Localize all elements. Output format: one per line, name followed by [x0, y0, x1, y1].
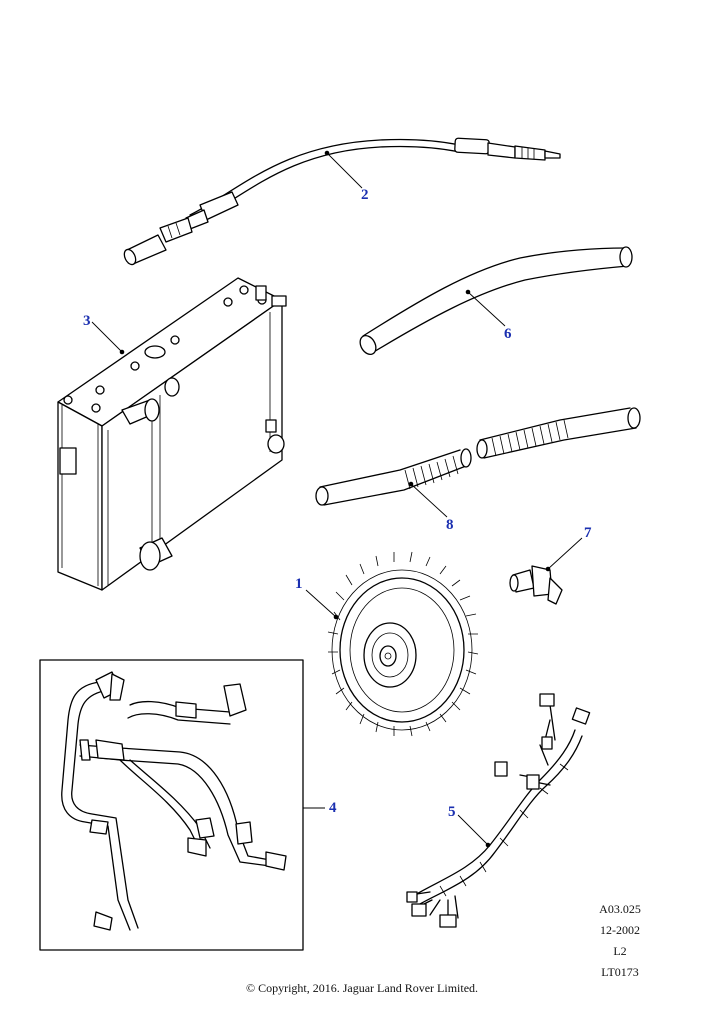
callout-7: 7	[584, 525, 592, 541]
part-1-fan-coupling	[305, 551, 479, 737]
callout-3: 3	[83, 313, 91, 329]
part-2-sensor-cable	[123, 137, 561, 266]
ref-level: L2	[613, 944, 627, 958]
callout-2: 2	[361, 187, 369, 203]
callout-1: 1	[295, 576, 303, 592]
callout-5: 5	[448, 804, 456, 820]
ref-date: 12-2002	[600, 923, 640, 937]
part-4-pipe-set	[39, 659, 325, 951]
part-8-corrugated-hose	[315, 407, 641, 518]
ref-lt-number: LT0173	[601, 965, 639, 979]
part-6-hose	[359, 246, 633, 355]
part-7-clip	[509, 537, 583, 605]
copyright-notice: © Copyright, 2016. Jaguar Land Rover Lim…	[245, 981, 479, 995]
ref-code: A03.025	[599, 902, 641, 916]
callout-8: 8	[446, 517, 454, 533]
callout-6: 6	[504, 326, 512, 342]
callout-4: 4	[329, 800, 337, 816]
part-5-wiring-harness	[406, 693, 591, 928]
part-3-radiator	[57, 277, 287, 591]
